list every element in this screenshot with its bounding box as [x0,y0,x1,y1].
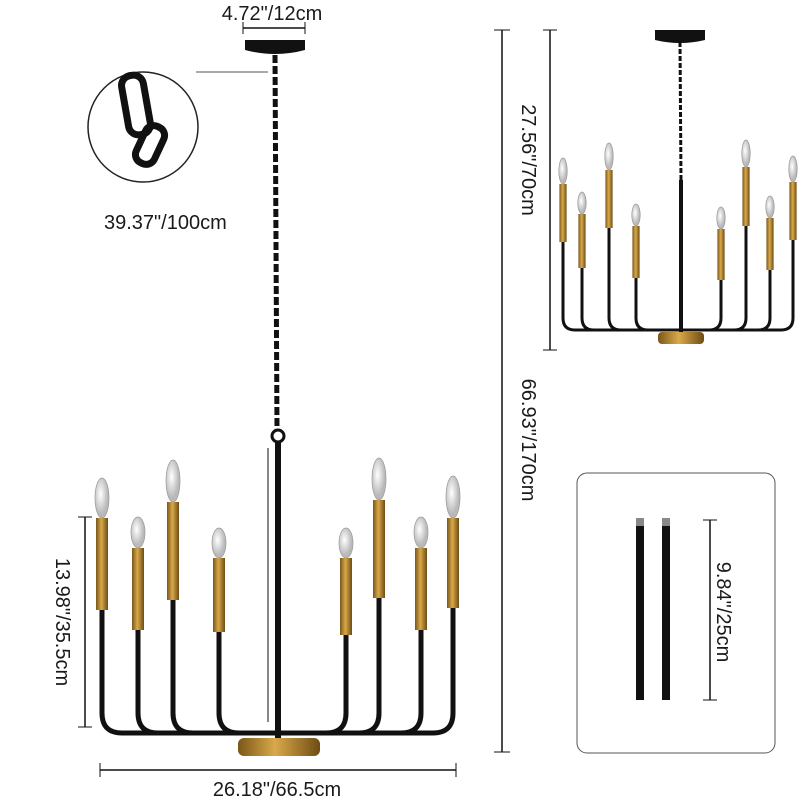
candle-arm [561,242,681,332]
bulb [631,203,641,227]
bulb [788,155,798,183]
bulb [741,139,751,168]
chain-length-label: 39.37"/100cm [104,212,227,234]
bulb [413,516,429,549]
candle-sleeve [167,502,179,600]
candle-arm [681,240,795,332]
dimension-small-height: 27.56"/70cm [517,29,557,351]
bulb [130,516,146,549]
brass-base [238,738,320,756]
candle-arm [278,598,382,736]
candle-sleeve [717,229,725,280]
candle-sleeve [559,184,567,242]
candle-arm [681,226,748,332]
candle-arm [135,630,278,736]
candle-sleeve [373,500,385,598]
candle-arm [681,270,772,332]
candle-arm [634,278,681,332]
dimension-body-height: 13.98"/35.5cm [51,448,269,728]
candle-sleeve [415,548,427,630]
main-chandelier [94,40,461,756]
bulb [211,527,227,559]
bulb [604,142,614,171]
candle-sleeve [766,218,774,270]
dimension-canopy: 4.72"/12cm [222,3,323,34]
bulb [338,527,354,559]
candle-arm [681,280,723,332]
dimension-body-width: 26.18"/66.5cm [99,763,457,800]
chain [272,54,280,431]
candle-sleeve [578,214,586,268]
bulb [716,206,726,230]
candle-sleeve [789,182,797,240]
candle-arm [170,600,278,736]
candle-sleeve [96,518,108,610]
body-width-label: 26.18"/66.5cm [213,779,341,800]
total-height-label: 66.93"/170cm [517,379,539,502]
chain-inset: 39.37"/100cm [87,71,268,234]
bulb [577,191,587,215]
candle-arm [278,608,456,736]
bulb [371,457,387,501]
small-chandelier [558,30,798,344]
candle-sleeve [632,226,640,278]
small-height-label: 27.56"/70cm [517,104,539,216]
bulb [165,459,181,503]
canopy [245,40,305,54]
candle-sleeve [742,167,750,226]
candle-sleeve [132,548,144,630]
candle-arm [607,228,681,332]
candle-sleeve [447,518,459,608]
candle-arm [278,635,349,736]
candle-arm [216,632,278,736]
bulb [558,157,568,185]
bulb [94,477,110,519]
body-height-label: 13.98"/35.5cm [51,558,73,686]
candle-sleeve [213,558,225,632]
candle-arm [278,630,424,736]
rod-length-label: 9.84"/25cm [712,562,734,663]
candle-arm [580,268,681,332]
candle-arm [99,610,278,736]
dimension-total-height: 66.93"/170cm [494,29,539,753]
canopy-width-label: 4.72"/12cm [222,3,323,25]
hook [270,428,286,444]
bulb [445,475,461,519]
extension-rods-box: 9.84"/25cm [576,472,776,754]
candle-sleeve [605,170,613,228]
candle-sleeve [340,558,352,635]
bulb [765,195,775,219]
